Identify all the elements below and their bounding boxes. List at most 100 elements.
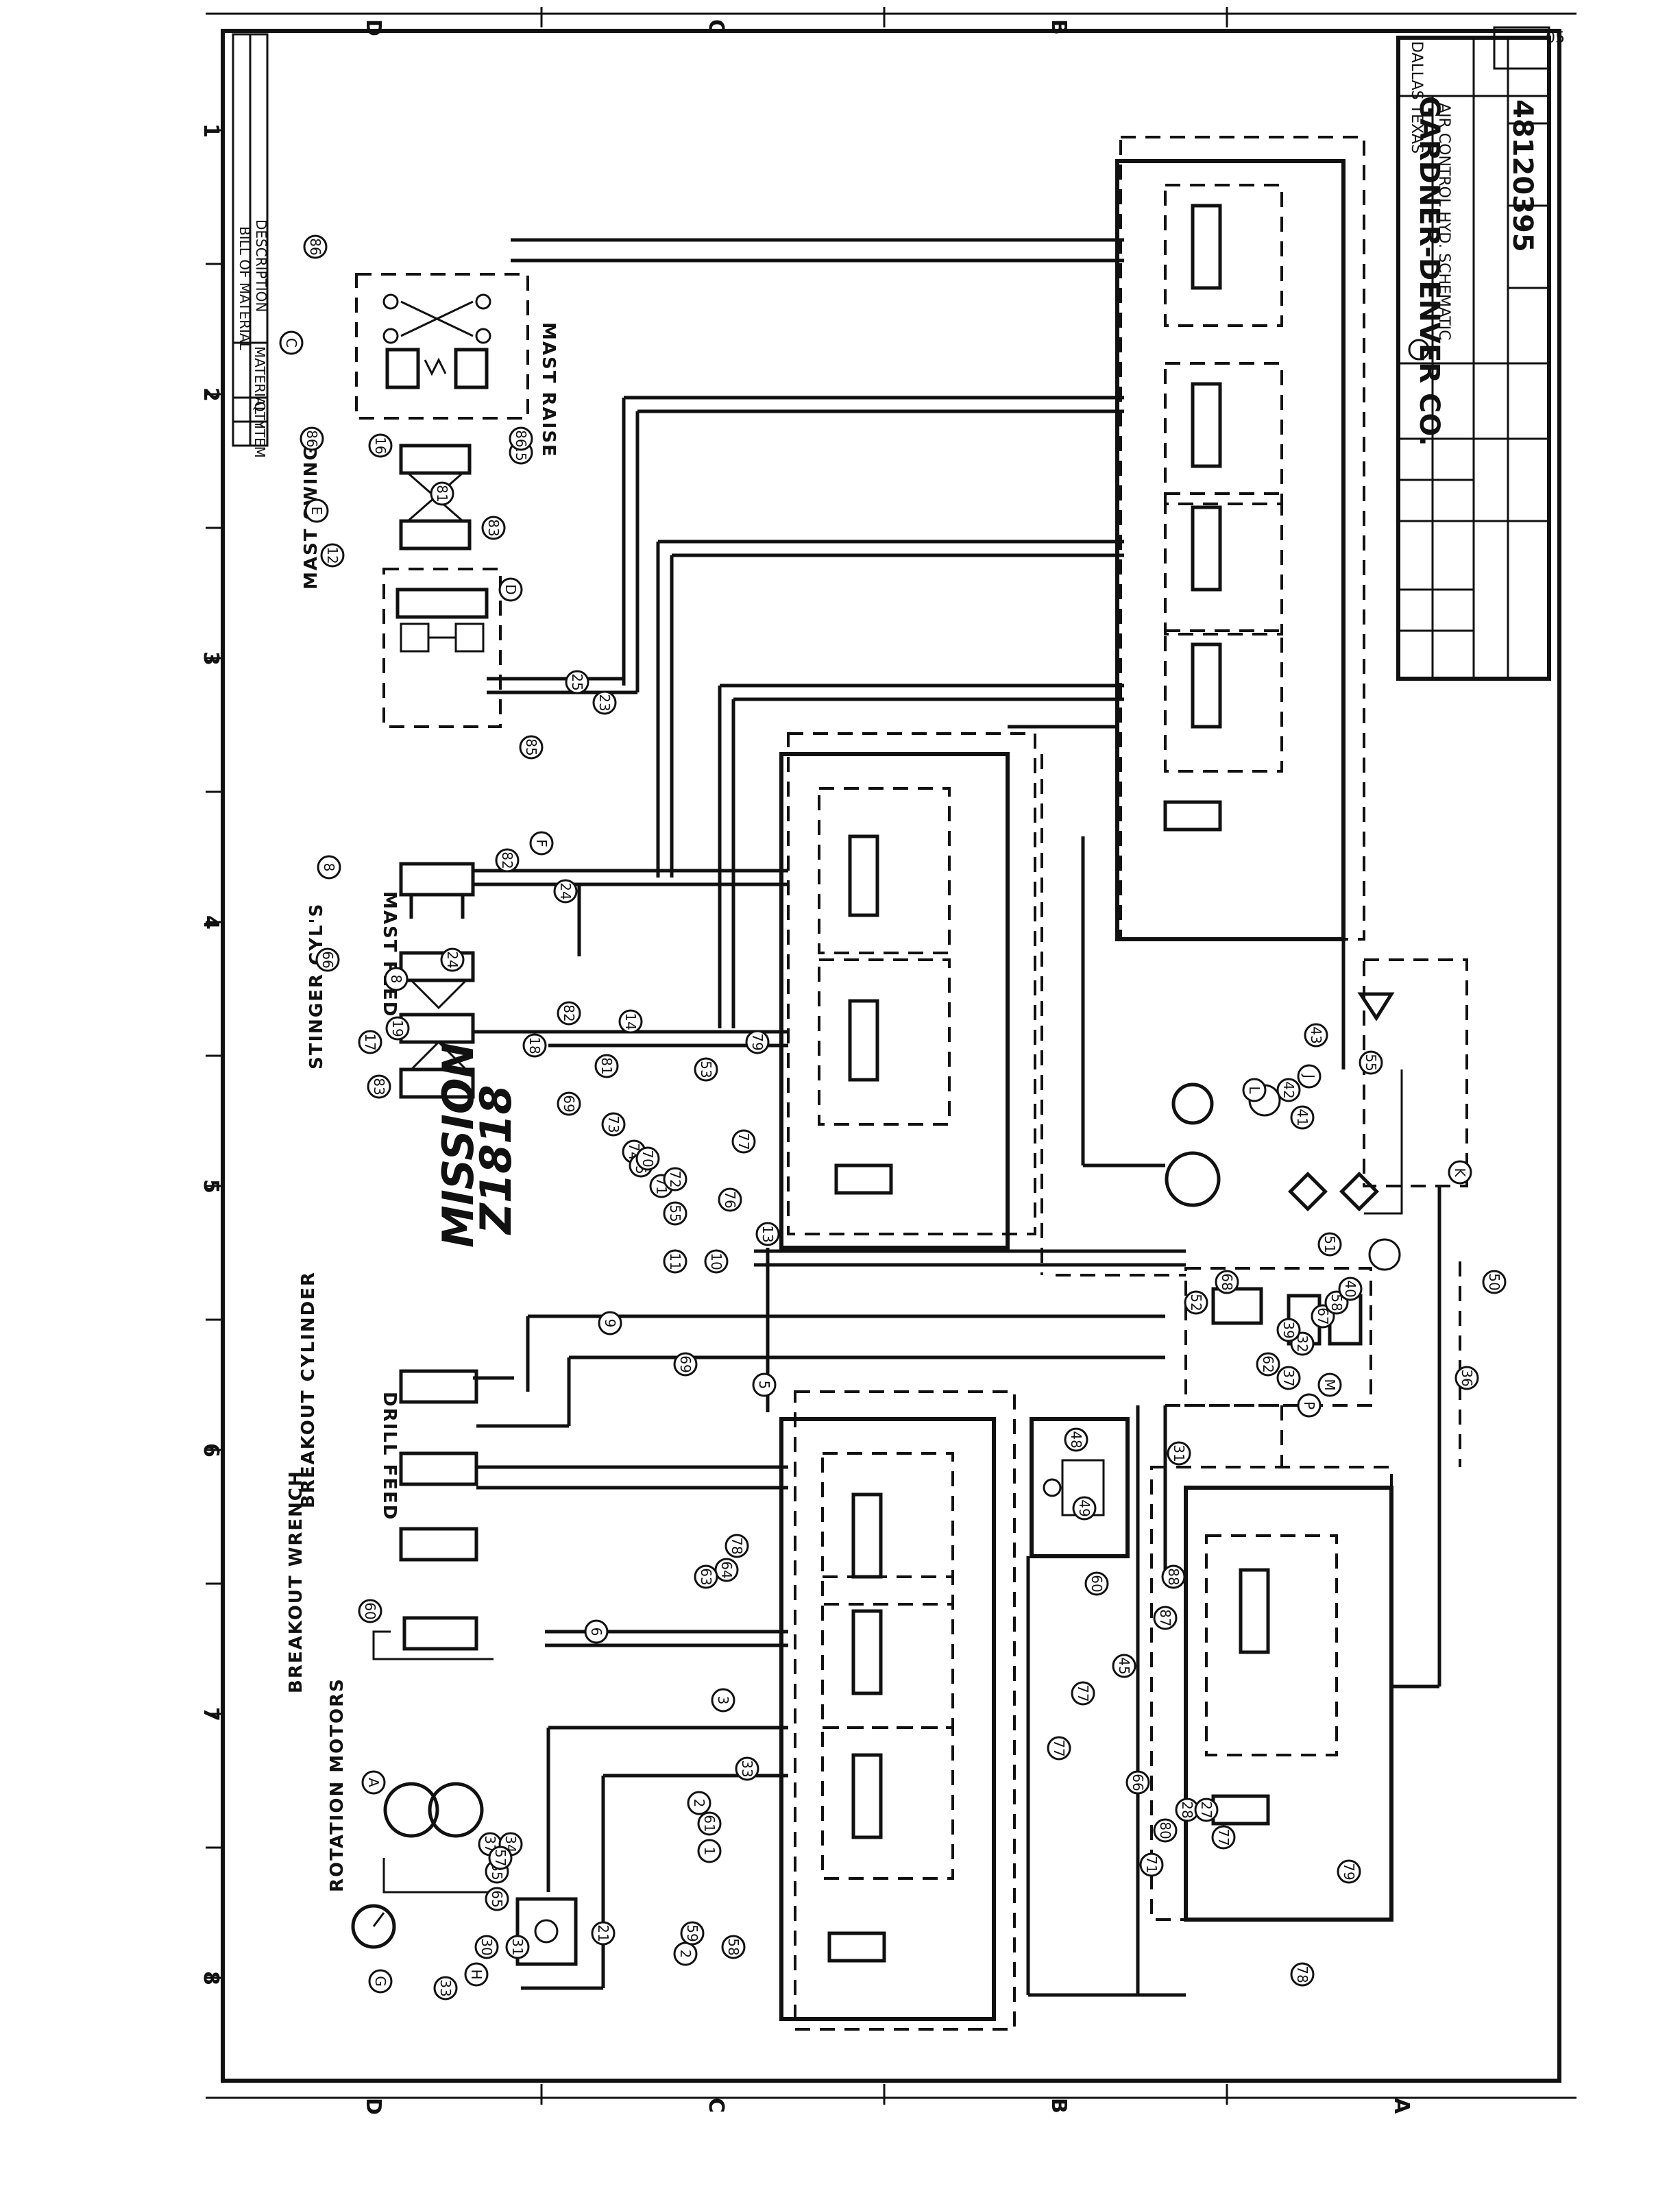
svg-text:E: E bbox=[308, 507, 325, 516]
item-balloon: 27 bbox=[1194, 1798, 1219, 1822]
svg-text:21: 21 bbox=[595, 1924, 611, 1942]
item-balloon: 76 bbox=[718, 1187, 742, 1212]
svg-text:H: H bbox=[468, 1969, 485, 1979]
item-balloon: 1 bbox=[697, 1839, 722, 1863]
svg-text:53: 53 bbox=[698, 1061, 714, 1078]
svg-text:27: 27 bbox=[1198, 1801, 1215, 1818]
svg-text:24: 24 bbox=[444, 951, 461, 968]
svg-text:69: 69 bbox=[561, 1095, 577, 1112]
label-drill-feed: DRILL FEED bbox=[379, 1392, 400, 1521]
item-balloon: 53 bbox=[694, 1057, 718, 1082]
svg-text:QTY: QTY bbox=[252, 401, 268, 429]
item-balloon: 77 bbox=[731, 1129, 756, 1154]
svg-text:80: 80 bbox=[1157, 1822, 1173, 1839]
title-location: DALLAS TEXAS bbox=[1408, 41, 1425, 154]
item-balloon: 83 bbox=[481, 516, 506, 540]
svg-text:63: 63 bbox=[698, 1568, 714, 1585]
svg-text:1: 1 bbox=[199, 123, 223, 138]
svg-text:11: 11 bbox=[667, 1253, 683, 1270]
item-balloon: 85 bbox=[519, 735, 544, 760]
item-balloon: 25 bbox=[565, 670, 589, 694]
item-balloon: 86 bbox=[509, 426, 533, 451]
item-balloon: 19 bbox=[385, 1016, 410, 1041]
svg-text:13: 13 bbox=[759, 1225, 776, 1242]
svg-text:78: 78 bbox=[729, 1537, 745, 1554]
item-balloon: 60 bbox=[358, 1599, 382, 1623]
item-balloon: A bbox=[361, 1770, 386, 1795]
svg-text:55: 55 bbox=[1363, 1054, 1379, 1071]
breakout-cylinder bbox=[399, 1451, 478, 1562]
revision-block bbox=[1493, 26, 1550, 70]
item-balloon: 40 bbox=[1338, 1277, 1363, 1301]
svg-text:P: P bbox=[1301, 1401, 1317, 1410]
svg-text:C: C bbox=[283, 338, 300, 348]
svg-text:45: 45 bbox=[1116, 1657, 1132, 1674]
item-balloon: 21 bbox=[591, 1921, 616, 1946]
svg-text:55: 55 bbox=[667, 1205, 683, 1222]
svg-text:81: 81 bbox=[598, 1057, 615, 1074]
svg-text:L: L bbox=[1246, 1086, 1263, 1094]
svg-text:79: 79 bbox=[1341, 1863, 1357, 1880]
item-balloon: M bbox=[1317, 1372, 1342, 1397]
svg-text:77: 77 bbox=[735, 1133, 752, 1150]
svg-text:10: 10 bbox=[708, 1253, 725, 1270]
item-balloon: 57 bbox=[488, 1846, 513, 1870]
item-balloon: 77 bbox=[1047, 1736, 1071, 1761]
item-balloon: G bbox=[368, 1969, 393, 1994]
svg-text:8: 8 bbox=[388, 975, 404, 984]
breakout-wrench-cylinder bbox=[372, 1616, 494, 1660]
item-balloon: 49 bbox=[1072, 1496, 1097, 1521]
item-balloon: 23 bbox=[592, 690, 617, 715]
item-balloon: 39 bbox=[1276, 1318, 1301, 1342]
item-balloon: 61 bbox=[697, 1811, 722, 1836]
item-balloon: 77 bbox=[1211, 1825, 1236, 1850]
item-balloon: 82 bbox=[557, 1001, 581, 1026]
item-balloon: 60 bbox=[1084, 1571, 1109, 1596]
item-balloon: H bbox=[464, 1962, 489, 1987]
item-balloon: 42 bbox=[1276, 1078, 1301, 1102]
item-balloon: 11 bbox=[663, 1249, 687, 1274]
svg-text:65: 65 bbox=[489, 1890, 505, 1907]
svg-text:G: G bbox=[372, 1976, 389, 1987]
svg-text:33: 33 bbox=[437, 1979, 454, 1996]
item-balloon: 66 bbox=[1125, 1770, 1150, 1795]
svg-text:3: 3 bbox=[715, 1696, 731, 1705]
item-balloon: 2 bbox=[687, 1791, 711, 1815]
bill-of-material: BILL OF MATERIAL DESCRIPTION ITEM QTY MA… bbox=[232, 33, 269, 458]
item-balloon: 3 bbox=[711, 1688, 735, 1713]
item-balloon: E bbox=[304, 498, 329, 523]
svg-text:M: M bbox=[1322, 1379, 1338, 1390]
item-balloon: 31 bbox=[505, 1935, 530, 1959]
item-balloon: 17 bbox=[358, 1030, 382, 1054]
svg-text:66: 66 bbox=[1130, 1774, 1146, 1791]
item-balloon: 79 bbox=[1337, 1859, 1361, 1884]
item-balloon: 83 bbox=[367, 1074, 391, 1099]
valve-bank-lower-right bbox=[1150, 1466, 1393, 1922]
item-balloon: 9 bbox=[598, 1311, 622, 1335]
zone-label-bottom-b: B bbox=[1047, 2098, 1071, 2114]
svg-text:4: 4 bbox=[199, 915, 223, 930]
item-balloon: 5 bbox=[752, 1372, 777, 1397]
svg-text:25: 25 bbox=[569, 673, 585, 690]
svg-text:43: 43 bbox=[1308, 1026, 1324, 1043]
label-stinger-cyls: STINGER CYL'S bbox=[306, 903, 327, 1069]
item-balloon: 33 bbox=[433, 1976, 458, 2000]
mast-raise-valve bbox=[355, 273, 529, 420]
item-balloon: 86 bbox=[300, 426, 324, 451]
svg-text:ITEM: ITEM bbox=[252, 425, 268, 458]
svg-text:71: 71 bbox=[1143, 1856, 1160, 1873]
svg-text:58: 58 bbox=[725, 1938, 742, 1955]
zone-label-top-c: C bbox=[704, 19, 728, 34]
svg-text:D: D bbox=[502, 584, 519, 594]
svg-text:48: 48 bbox=[1068, 1431, 1084, 1448]
item-balloon: 30 bbox=[474, 1935, 499, 1959]
mast-feed-cylinder bbox=[399, 862, 475, 919]
item-balloon: 78 bbox=[725, 1534, 749, 1558]
item-balloon: 88 bbox=[1161, 1564, 1186, 1589]
svg-text:70: 70 bbox=[640, 1150, 656, 1167]
item-balloon: 58 bbox=[721, 1935, 746, 1959]
svg-text:86: 86 bbox=[304, 430, 320, 447]
svg-text:36: 36 bbox=[1459, 1369, 1475, 1386]
svg-text:62: 62 bbox=[1260, 1355, 1276, 1372]
